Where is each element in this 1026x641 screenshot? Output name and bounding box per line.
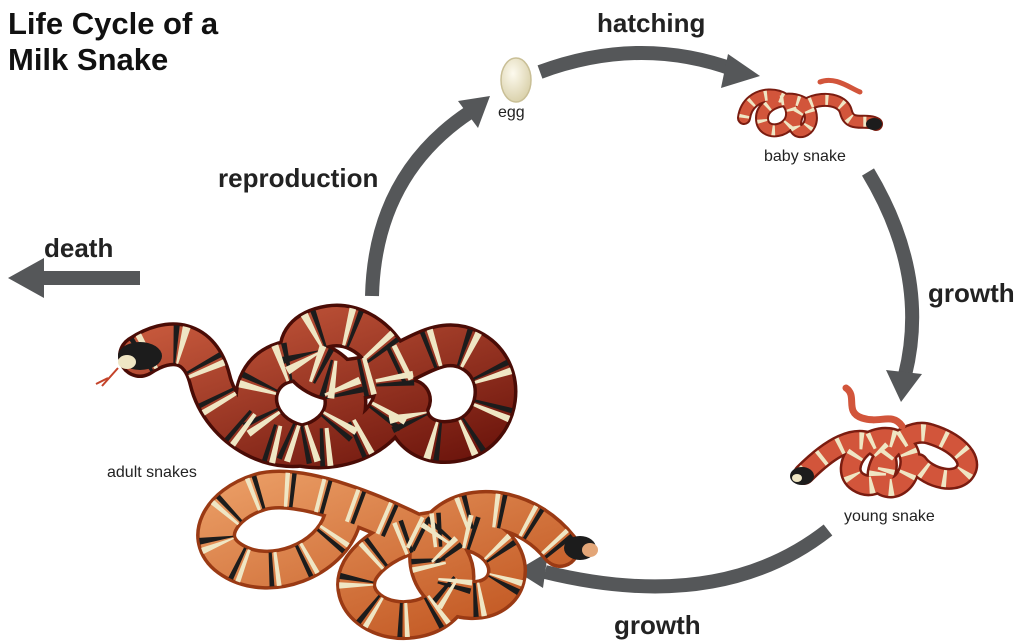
baby-snake-icon (744, 80, 882, 131)
death-arrow-head (8, 258, 44, 298)
death-label: death (44, 233, 113, 264)
growth-label-bottom: growth (614, 610, 701, 641)
egg-icon (501, 58, 531, 102)
hatching-arrow (540, 53, 735, 72)
adult-snakes-caption: adult snakes (107, 464, 197, 482)
title-line-2: Milk Snake (8, 42, 218, 78)
page-title: Life Cycle of a Milk Snake (8, 6, 218, 78)
egg-caption: egg (498, 104, 525, 122)
hatching-label: hatching (597, 8, 705, 39)
young-snake-caption: young snake (844, 508, 935, 526)
title-line-1: Life Cycle of a (8, 6, 218, 42)
growth-label-right: growth (928, 278, 1015, 309)
growth-arrow-right (868, 172, 912, 375)
hatching-arrow-head (721, 54, 760, 88)
reproduction-label: reproduction (218, 163, 378, 194)
reproduction-arrow (372, 112, 470, 296)
young-snake-icon (790, 388, 967, 487)
growth-arrow-right-head (886, 370, 922, 402)
baby-snake-caption: baby snake (764, 148, 846, 166)
